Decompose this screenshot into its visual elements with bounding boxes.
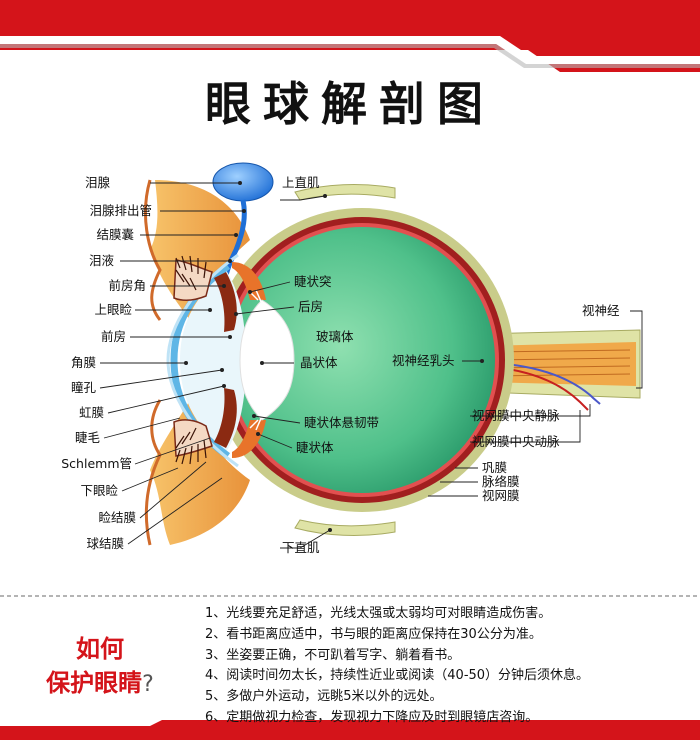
label-ciliary-body: 睫状体 [296,440,334,455]
label-vitreous-body: 玻璃体 [316,329,354,344]
label-palpebral-conjunctiva: 睑结膜 [98,510,136,525]
vitreous-body-shape [229,227,495,493]
tips-list: 1、光线要充足舒适，光线太强或太弱均可对眼睛造成伤害。 2、看书距离应适中，书与… [205,604,589,729]
top-banner-gray-stripe [0,44,700,68]
lens-shape [239,299,295,421]
label-sclera: 巩膜 [482,460,508,475]
label-inferior-rectus: 下直肌 [282,540,320,555]
label-chamber-angle: 前房角 [108,278,146,293]
label-posterior-chamber: 后房 [298,299,324,314]
tip-item: 1、光线要充足舒适，光线太强或太弱均可对眼睛造成伤害。 [205,606,552,621]
bottom-banner [0,720,700,740]
label-cornea: 角膜 [70,355,96,370]
label-retina: 视网膜 [482,488,520,503]
lower-eyelash-icon [175,427,207,465]
tips-heading-line1: 如何 [76,635,124,663]
inferior-rectus-shape [294,519,396,536]
leader-dots [184,181,484,532]
leader-lines [99,182,643,549]
label-lower-eyelid: 下眼睑 [80,483,118,498]
tip-item: 4、阅读时间勿太长，持续性近业或阅读（40-50）分钟后须休息。 [205,668,590,684]
tips-heading-text: 保护眼睛 [46,669,143,697]
label-conjunctival-sac: 结膜囊 [96,227,134,242]
top-banner-white-stripe [0,36,700,64]
label-ciliary-process: 睫状突 [294,274,332,289]
label-bulbar-conjunctiva: 球结膜 [86,536,124,551]
label-central-retinal-artery: 视网膜中央动脉 [472,434,560,449]
zonular-fibres [249,289,263,431]
label-zonule: 睫状体悬韧带 [304,415,380,430]
ciliary-body-lower [232,420,266,458]
iris-upper-shape [214,272,237,332]
tips-heading: 如何 保护眼睛? [20,632,180,702]
superior-rectus-shape [294,184,396,201]
label-optic-disc: 视神经乳头 [392,353,455,368]
lacrimal-gland-shape [212,162,274,202]
label-optic-nerve: 视神经 [582,303,620,318]
tip-item: 3、坐姿要正确，不可趴着写字、躺着看书。 [205,647,461,663]
tip-item: 6、定期做视力检查，发现视力下降应及时到眼镜店咨询。 [205,709,539,725]
label-tear-fluid: 泪液 [88,253,114,268]
label-lens: 晶状体 [300,355,338,370]
label-lacrimal-gland: 泪腺 [84,175,110,190]
tip-item: 2、看书距离应适中，书与眼的距离应保持在30公分为准。 [205,626,542,642]
skin-edge-upper [143,179,162,321]
label-pupil: 瞳孔 [70,380,96,395]
label-superior-rectus: 上直肌 [282,175,320,190]
upper-tarsal-plate [173,259,213,301]
label-eyelash: 睫毛 [74,430,100,445]
label-central-retinal-vein: 视网膜中央静脉 [472,408,560,423]
label-iris: 虹膜 [78,405,104,420]
tips-heading-line2: 保护眼睛? [20,666,180,702]
label-upper-eyelid: 上眼睑 [94,302,132,317]
page-title: 眼球解剖图 [205,77,495,131]
iris-lower-shape [214,388,237,448]
tip-item: 5、多做户外运动，远眺5米以外的远处。 [205,689,443,705]
question-mark-icon: ? [142,672,154,697]
label-anterior-chamber: 前房 [100,329,126,344]
optic-nerve-core [484,342,636,386]
label-schlemm-canal: Schlemm管 [61,456,132,471]
label-lacrimal-duct: 泪腺排出管 [89,203,152,218]
label-choroid: 脉络膜 [482,474,520,489]
